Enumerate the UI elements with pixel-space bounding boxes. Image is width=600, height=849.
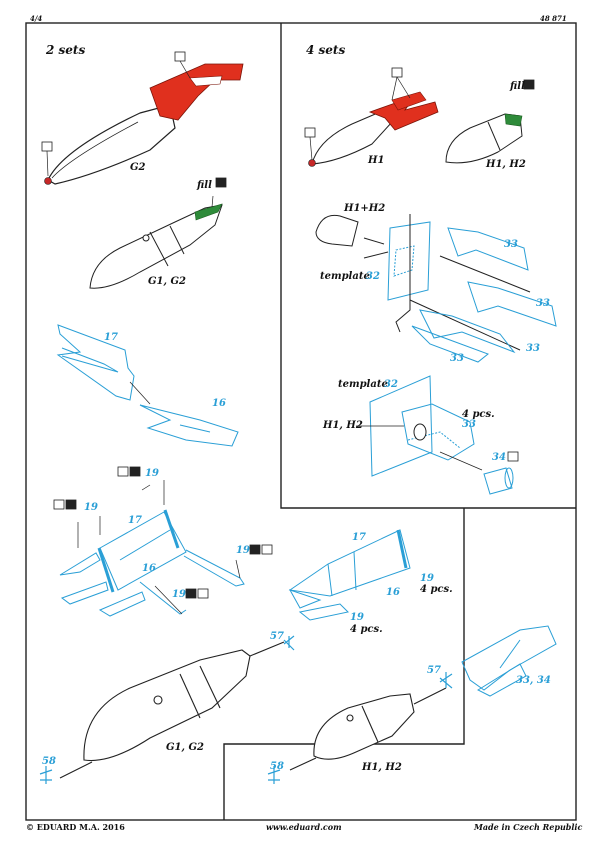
label-h1-h2-template: H1, H2 (323, 420, 363, 431)
g1-g2-bomb-large (59, 641, 285, 779)
h1-assembly (304, 67, 439, 167)
label-g1-g2: G1, G2 (148, 276, 186, 287)
fin-assembly-right (288, 529, 411, 621)
part-19-c: 19 (236, 545, 250, 556)
part-58-b: 58 (270, 761, 284, 772)
part-16-lower: 16 (142, 563, 156, 574)
label-fill-right: fill (510, 81, 525, 92)
part-32-b: 32 (384, 379, 398, 390)
part-19-d: 19 (172, 589, 186, 600)
g2-assembly (41, 51, 244, 185)
h1-h2-bomb-large (289, 687, 447, 771)
instruction-icons (53, 79, 535, 599)
label-h1: H1 (368, 155, 385, 166)
fin-assembly-left (59, 509, 245, 617)
footer-copyright: © EDUARD M.A. 2016 (26, 822, 125, 832)
label-template-b: template (338, 379, 388, 390)
label-g1-g2-lower: G1, G2 (166, 742, 204, 753)
footer-website[interactable]: www.eduard.com (266, 822, 342, 832)
part-17: 17 (104, 332, 118, 343)
part-19-right-b: 19 (350, 612, 364, 623)
part-33-c: 33 (526, 343, 540, 354)
label-template-a: template (320, 271, 370, 282)
g1-g2-bomb (89, 195, 223, 289)
part-33-d: 33 (450, 353, 464, 364)
part-17-right: 17 (352, 532, 366, 543)
template-32-part-34 (356, 375, 514, 495)
part-57-b: 57 (427, 665, 441, 676)
label-h1-h2-lower: H1, H2 (362, 762, 402, 773)
part-19-right-a: 19 (420, 573, 434, 584)
part-17-lower: 17 (128, 515, 142, 526)
right-sets-label: 4 sets (306, 43, 346, 57)
part-33-a: 33 (504, 239, 518, 250)
label-h1-plus-h2: H1+H2 (344, 203, 386, 214)
fin-etch-33 (411, 227, 557, 363)
label-g2: G2 (130, 162, 146, 173)
label-4pcs-lower-b: 4 pcs. (350, 624, 383, 635)
label-4pcs-right: 4 pcs. (462, 409, 495, 420)
part-33-34: 33, 34 (516, 675, 551, 686)
h1-h2-nose (445, 113, 523, 164)
page-number: 4/4 (30, 14, 43, 23)
part-16: 16 (212, 398, 226, 409)
part-58-a: 58 (42, 756, 56, 767)
part-57-a: 57 (270, 631, 284, 642)
part-32-a: 32 (366, 271, 380, 282)
strut-lines (77, 480, 241, 615)
fin-etch-33-34 (461, 625, 557, 697)
part-34: 34 (492, 452, 506, 463)
left-sets-label: 2 sets (46, 43, 86, 57)
label-fill-left: fill (197, 180, 212, 191)
kit-number: 48 871 (540, 14, 567, 23)
part-33-e: 33 (462, 419, 476, 430)
fin-etch-17-16 (56, 324, 239, 447)
footer-origin: Made in Czech Republic (474, 822, 583, 832)
label-4pcs-lower-a: 4 pcs. (420, 584, 453, 595)
label-h1-h2-top: H1, H2 (486, 159, 526, 170)
part-19-a: 19 (145, 468, 159, 479)
arrow-16-17 (129, 381, 151, 405)
parts-57-58 (39, 635, 453, 784)
part-16-right: 16 (386, 587, 400, 598)
part-33-b: 33 (536, 298, 550, 309)
template-32-drawing (315, 214, 531, 351)
part-19-b: 19 (84, 502, 98, 513)
